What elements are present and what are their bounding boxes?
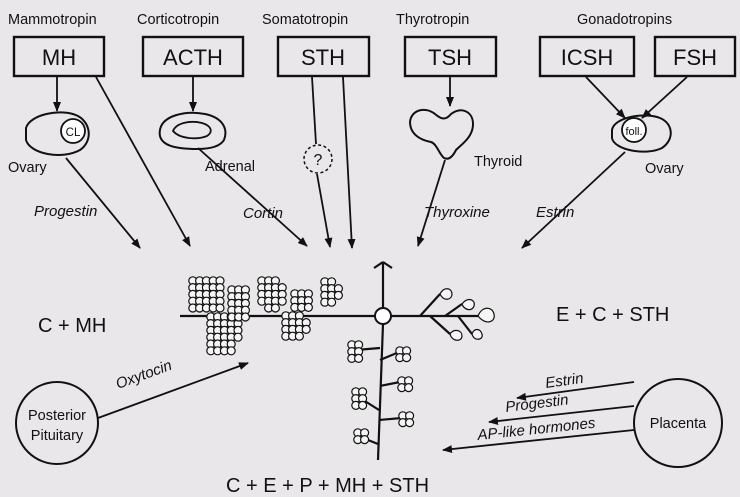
ovary-right-label: Ovary [645,161,684,177]
acth-label: ACTH [163,45,223,70]
estrin-arrow [522,152,625,248]
cl-label: CL [66,127,81,139]
formula-bottom: C + E + P + MH + STH [226,475,429,497]
estrin-label: Estrin [536,204,574,221]
mh-label: MH [42,45,76,70]
icsh-to-follicle-arrow [586,77,625,118]
unknown-organ-label: ? [314,152,323,169]
placenta-estrin-label: Estrin [544,370,584,392]
header-somatotropin: Somatotropin [262,12,348,28]
thyroid-icon [410,110,473,159]
posterior-label-line1: Posterior [28,408,86,424]
ovary-left-label: Ovary [8,160,47,176]
fsh-label: FSH [673,45,717,70]
thyroxine-arrow [418,160,445,246]
posterior-label-line2: Pituitary [31,428,84,444]
cortin-label: Cortin [243,205,283,222]
placenta-label: Placenta [650,416,707,432]
sth-label: STH [301,45,345,70]
nipple-icon [375,308,391,324]
icsh-label: ICSH [561,45,614,70]
header-mammotropin: Mammotropin [8,12,97,28]
sth-direct-arrow [343,77,352,248]
oxytocin-label: Oxytocin [114,357,175,393]
formula-left: C + MH [38,315,106,337]
formula-right: E + C + STH [556,304,669,326]
header-gonadotropins: Gonadotropins [577,12,672,28]
header-corticotropin: Corticotropin [137,12,219,28]
mammary-gland-drawing [180,262,494,460]
sth-to-unknown-line [312,77,316,144]
thyroxine-label: Thyroxine [424,204,490,221]
thyroid-label: Thyroid [474,154,522,170]
mh-direct-arrow [96,77,190,246]
header-thyrotropin: Thyrotropin [396,12,469,28]
placenta-progestin-label: Progestin [504,391,569,416]
progestin-label: Progestin [34,203,97,220]
tsh-label: TSH [428,45,472,70]
adrenal-icon [160,113,226,149]
follicle-label: foll. [625,126,642,138]
fsh-to-follicle-arrow [642,77,687,118]
unknown-to-breast-arrow [317,174,330,247]
